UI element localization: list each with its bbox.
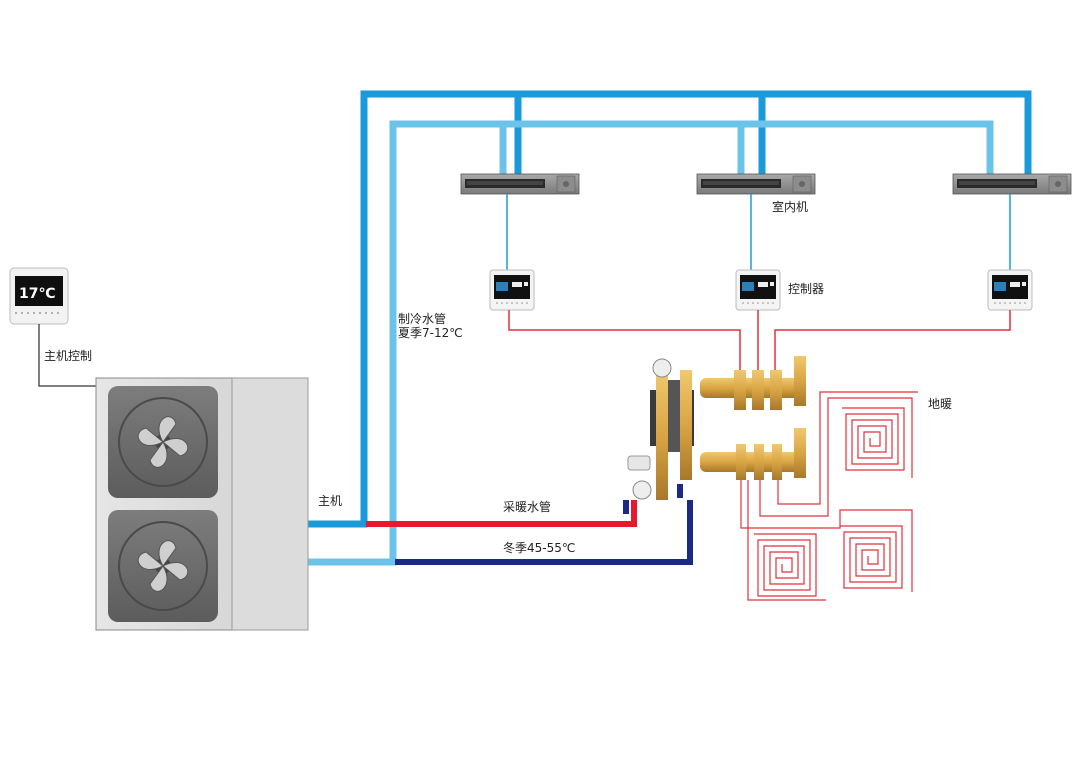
thermostat-display: 17℃ — [19, 286, 55, 302]
main-control-thermostat: 17℃ — [9, 267, 69, 325]
label-cooling-temp: 夏季7-12℃ — [398, 326, 463, 340]
heating-supply-pipe — [366, 500, 637, 527]
controller-1 — [489, 269, 535, 311]
indoor-unit-2 — [696, 173, 816, 195]
label-main-control: 主机控制 — [44, 349, 92, 363]
heating-return-pipe — [395, 500, 693, 565]
floor-coil-3 — [839, 525, 903, 589]
fan-lower-icon — [108, 510, 218, 622]
label-floor-heating: 地暖 — [928, 397, 952, 411]
floor-coil-2 — [753, 533, 817, 597]
cooling-return-pipe — [307, 120, 994, 566]
indoor-unit-3 — [952, 173, 1072, 195]
floor-heating-manifold — [627, 356, 806, 500]
controller-3 — [987, 269, 1033, 311]
label-controller: 控制器 — [788, 282, 824, 296]
label-winter-temp: 冬季45-55℃ — [503, 540, 575, 555]
floor-coil-1 — [841, 407, 905, 471]
cooling-supply-pipe — [307, 90, 1032, 528]
label-heating-pipe: 采暖水管 — [503, 499, 551, 514]
label-main-unit: 主机 — [318, 494, 342, 508]
valve-supply — [623, 500, 629, 514]
label-cooling-pipe: 制冷水管 — [398, 311, 446, 326]
fan-upper-icon — [108, 386, 218, 498]
control-wire-1 — [508, 310, 741, 380]
control-wire-3 — [774, 310, 1011, 380]
floor-heating-loops — [740, 391, 918, 601]
main-control-wire — [38, 324, 96, 387]
indoor-unit-1 — [460, 173, 580, 195]
outdoor-main-unit — [95, 377, 309, 631]
controller-2 — [735, 269, 781, 311]
valve-return — [677, 484, 683, 498]
label-indoor-unit: 室内机 — [772, 199, 808, 214]
